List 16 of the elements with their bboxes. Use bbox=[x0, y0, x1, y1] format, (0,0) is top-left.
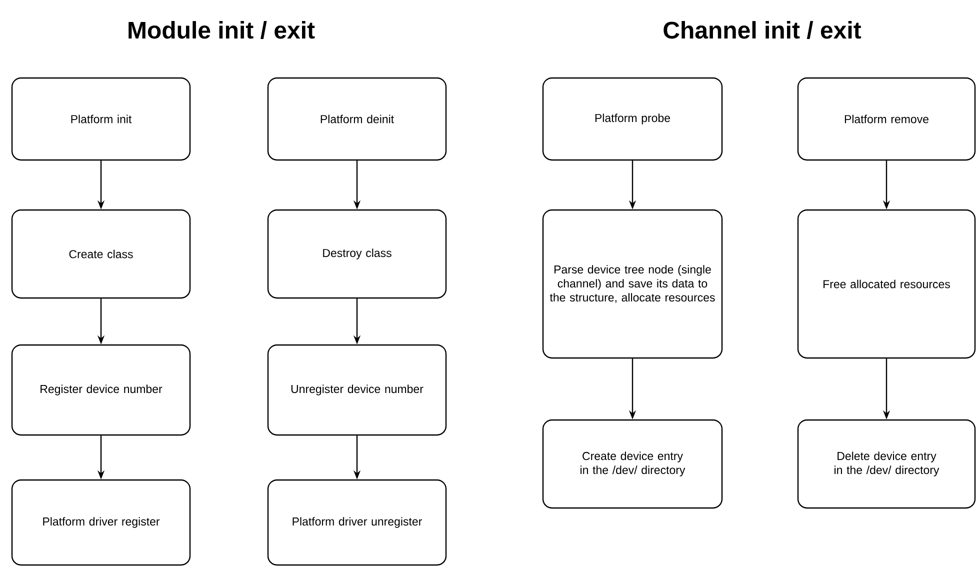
process-box: Platform driver register bbox=[11, 479, 191, 566]
process-box: Platform deinit bbox=[267, 77, 447, 161]
section-title: Module init / exit bbox=[128, 21, 315, 39]
process-box: Platform remove bbox=[797, 77, 976, 161]
process-box: Platform driver unregister bbox=[267, 479, 447, 566]
process-box: Register device number bbox=[11, 344, 191, 436]
process-box: Parse device tree node (single channel) and save its data to the structure, allocate resources bbox=[542, 209, 723, 359]
process-box: Unregister device number bbox=[267, 344, 447, 436]
section-title: Channel init / exit bbox=[664, 21, 862, 39]
process-box: Create class bbox=[11, 209, 191, 299]
process-box: Delete device entry in the /dev/ directory bbox=[797, 419, 976, 509]
process-box: Platform probe bbox=[542, 77, 723, 161]
process-box: Platform init bbox=[11, 77, 191, 161]
process-box: Free allocated resources bbox=[797, 209, 976, 359]
process-box: Destroy class bbox=[267, 209, 447, 299]
process-box: Create device entry in the /dev/ directory bbox=[542, 419, 723, 509]
